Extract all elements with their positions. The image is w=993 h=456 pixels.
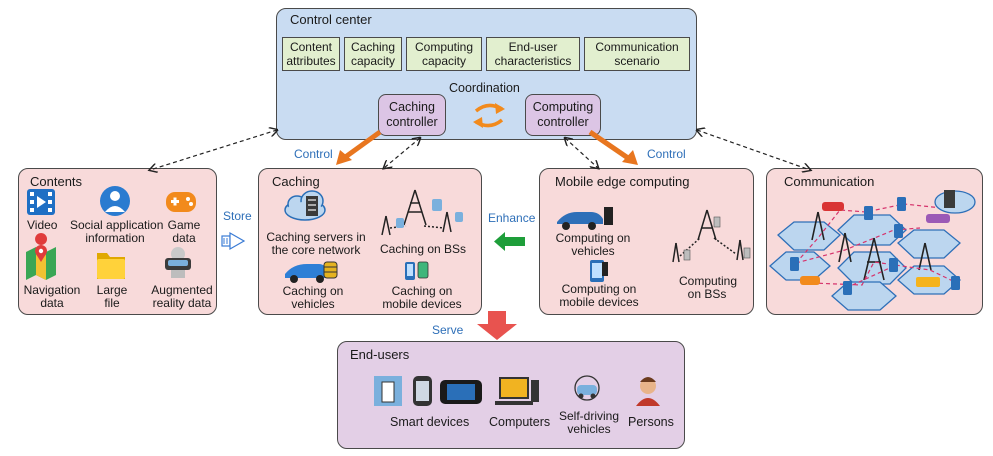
serve-arrow [477,311,517,340]
folder-icon [97,253,125,279]
user-icon [100,186,130,216]
caching-bss-label: Caching on BSs [380,242,467,256]
persons-label: Persons [628,415,674,429]
cloud-server-icon [284,190,326,221]
serve-label: Serve [432,323,464,337]
person-icon [636,377,660,406]
caching-box [258,168,482,315]
control-arrow-left [336,129,382,165]
self-driving-car-icon [574,375,600,401]
link-lines [795,203,958,289]
control-center-box [276,8,697,140]
store-label: Store [223,209,252,223]
coordination-arrows [473,103,505,128]
mec-title: Mobile edge computing [555,174,690,189]
vr-headset-icon [165,247,191,278]
smartphone-icon [405,262,415,280]
cloud-server-icon [934,190,976,214]
smart-devices-label: Smart devices [390,415,470,429]
coordination-label: Coordination [449,81,520,95]
smartphone-icon [590,260,604,282]
dashed-link-mec [565,138,598,168]
store-arrow [221,231,246,251]
caching-title: Caching [272,174,320,189]
dashed-link-contents [150,130,277,170]
car-icon [557,212,603,230]
database-icon [417,261,429,279]
computers-label: Computers [489,415,551,429]
bs-tower-icon [811,211,932,281]
map-icon [26,233,56,280]
server-icon [604,207,613,225]
computer-icon [495,377,539,405]
communication-title: Communication [784,174,875,189]
database-icon [323,261,338,279]
enhance-arrow [494,232,525,251]
contents-title: Contents [30,174,83,189]
smart-devices-icon [374,376,482,406]
control-arrow-right [588,129,638,165]
control-label-right: Control [647,147,686,161]
bs-tower-icon [672,209,744,263]
gamepad-icon [166,192,196,212]
database-icon [396,199,463,228]
end-users-title: End-users [350,347,410,362]
car-icon [800,202,950,287]
server-icon [602,262,608,276]
control-label-left: Control [294,147,333,161]
video-icon [27,189,55,215]
car-icon [285,264,329,283]
server-icon [683,216,751,261]
enhance-label: Enhance [488,211,536,225]
control-center-title: Control center [290,12,372,27]
dashed-link-caching [384,138,420,168]
content-video-label: Video [27,218,58,232]
dashed-link-communication [697,130,810,170]
smartphone-icon [790,197,960,295]
